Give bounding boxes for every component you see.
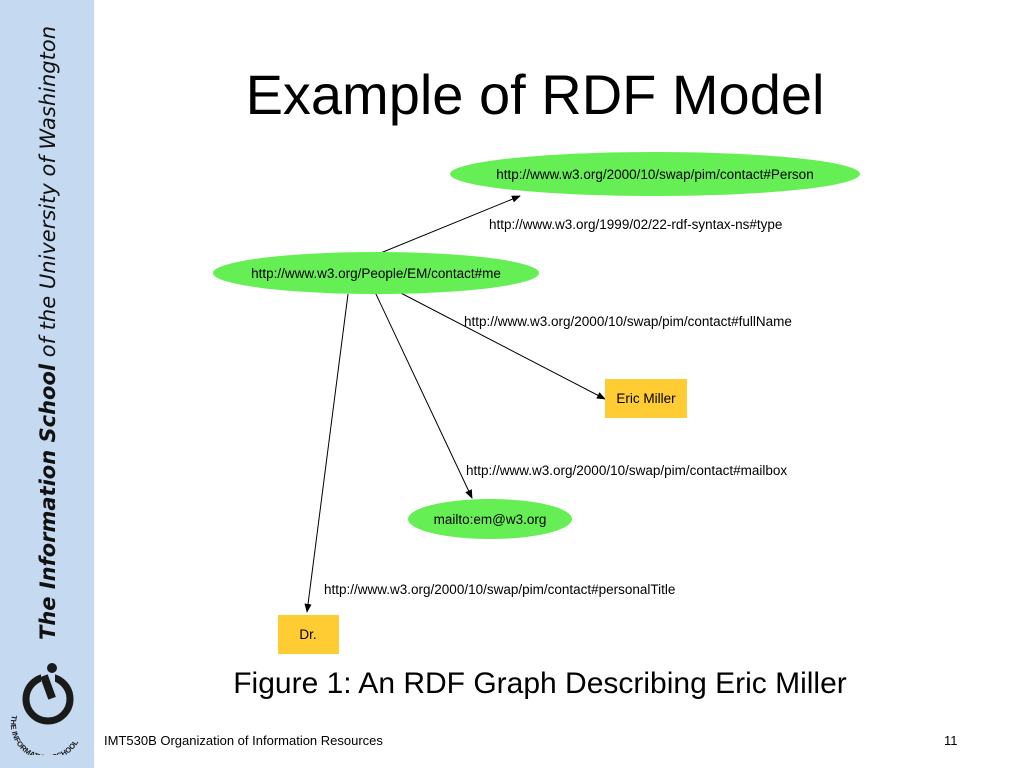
edge-fullname-line (394, 289, 606, 400)
edge-type-label: http://www.w3.org/1999/02/22-rdf-syntax-… (489, 217, 782, 232)
node-dr-label: Dr. (299, 627, 316, 642)
edge-title-label: http://www.w3.org/2000/10/swap/pim/conta… (324, 582, 675, 597)
edge-fullname-label: http://www.w3.org/2000/10/swap/pim/conta… (464, 314, 792, 329)
edge-title-line (304, 293, 349, 613)
page-number: 11 (944, 733, 958, 748)
footer-course: IMT530B Organization of Information Reso… (104, 733, 383, 748)
information-school-logo-icon: THE INFORMATION SCHOOL (9, 663, 80, 755)
node-me-shape (213, 252, 539, 294)
node-mailbox-label: mailto:em@w3.org (434, 512, 547, 527)
node-dr-shape (278, 615, 339, 654)
node-me-label: http://www.w3.org/People/EM/contact#me (251, 266, 501, 281)
edge-mailbox-label: http://www.w3.org/2000/10/swap/pim/conta… (466, 463, 787, 478)
node-person-shape (450, 152, 860, 196)
edge-mailbox-line (374, 291, 473, 499)
edge-type-line (377, 195, 521, 255)
node-eric-shape (605, 379, 687, 418)
node-eric-label: Eric Miller (616, 391, 676, 406)
slide-title: Example of RDF Model (245, 63, 825, 126)
figure-caption: Figure 1: An RDF Graph Describing Eric M… (233, 667, 847, 700)
node-mailbox-shape (408, 499, 572, 539)
node-person-label: http://www.w3.org/2000/10/swap/pim/conta… (496, 167, 813, 182)
sidebar: The Information School of the University… (0, 0, 94, 768)
